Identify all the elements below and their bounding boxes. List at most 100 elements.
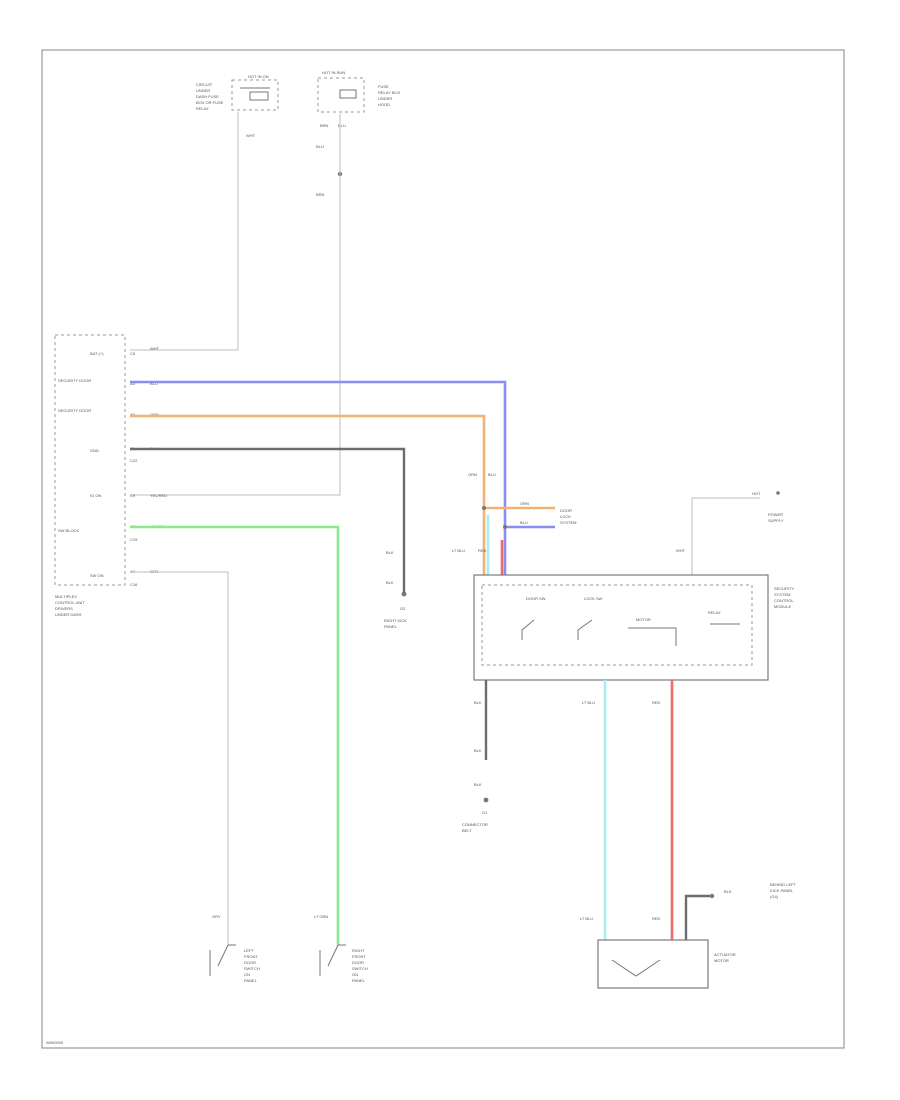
diagram-frame bbox=[41, 49, 845, 1049]
pin-name-4: IG ON bbox=[90, 493, 101, 498]
pin-name-5: SW BLOCK bbox=[58, 528, 79, 533]
svg-text:HOT IN RUN: HOT IN RUN bbox=[322, 70, 345, 75]
svg-text:RIGHT: RIGHT bbox=[352, 948, 365, 953]
wire-gnd bbox=[130, 447, 406, 592]
actuator-caption: ACTUATOR MOTOR bbox=[714, 952, 736, 963]
module-ground-wire-1: BLK bbox=[474, 748, 482, 753]
hot-label: HOT bbox=[752, 491, 761, 496]
wire-gray bbox=[130, 571, 229, 945]
actuator-ground-wire: BLK bbox=[724, 889, 732, 894]
hot-caption-2: SUPPLY bbox=[768, 518, 784, 523]
svg-text:SECURITY: SECURITY bbox=[774, 586, 795, 591]
unit-top-wire-1: LT BLU bbox=[452, 548, 465, 553]
pin-id-1: A5 bbox=[130, 381, 136, 386]
svg-text:HOOD: HOOD bbox=[378, 102, 390, 107]
sw-left-caption: LEFT FRONT DOOR SWITCH ON PANEL bbox=[244, 948, 260, 983]
right-connector-wire-1: ORN bbox=[520, 501, 529, 506]
top-left-power-box: HOT IN ON CIRCUIT UNDER DASH FUSE BOX OR… bbox=[196, 74, 279, 111]
module-cell-3: RELAY bbox=[708, 610, 721, 615]
pin-name-1: SECURITY DOOR bbox=[58, 378, 91, 383]
module-cell-2: MOTOR bbox=[636, 617, 651, 622]
svg-text:PANEL: PANEL bbox=[352, 978, 366, 983]
wire-blue bbox=[130, 380, 507, 575]
top-center-power-box: HOT IN RUN FUSE RELAY BOX UNDER HOOD bbox=[317, 70, 401, 113]
actuator-wire-1: LT BLU bbox=[580, 916, 593, 921]
svg-text:ON: ON bbox=[244, 972, 250, 977]
sw-right-caption: RIGHT FRONT DOOR SWITCH ON PANEL bbox=[352, 948, 368, 983]
svg-text:RELAY: RELAY bbox=[196, 106, 209, 111]
module-ground-dot bbox=[483, 797, 489, 803]
wire-ig-supply bbox=[130, 114, 341, 496]
pin-name-2: SECURITY DOOR bbox=[58, 408, 91, 413]
svg-text:MODULE: MODULE bbox=[774, 604, 791, 609]
svg-text:CONTROL: CONTROL bbox=[774, 598, 794, 603]
svg-text:BOX OR FUSE: BOX OR FUSE bbox=[196, 100, 224, 105]
unit-top-wire-2: RED bbox=[478, 548, 487, 553]
splice-blue bbox=[503, 525, 507, 529]
svg-text:LOCK: LOCK bbox=[560, 514, 571, 519]
top-wire-orange-label: ORN bbox=[468, 472, 477, 477]
control-unit-caption: MULTIPLEX CONTROL UNIT DRIVERS UNDER DAS… bbox=[55, 594, 85, 617]
svg-text:SYSTEM: SYSTEM bbox=[560, 520, 576, 525]
svg-text:UNDER DASH: UNDER DASH bbox=[55, 612, 82, 617]
svg-text:HOT IN ON: HOT IN ON bbox=[248, 74, 269, 79]
ground-left-caption-1: RIGHT KICK bbox=[384, 618, 407, 623]
svg-text:FRONT: FRONT bbox=[352, 954, 366, 959]
right-connector-caption: DOOR LOCK SYSTEM bbox=[560, 508, 576, 525]
pin-sub-6: C16 bbox=[130, 582, 138, 587]
pin-wire-1: BLU bbox=[150, 381, 158, 386]
svg-text:DOOR: DOOR bbox=[560, 508, 572, 513]
ground-left-dot bbox=[401, 591, 407, 597]
actuator-ground-caption: BEHIND LEFT KICK PANEL (G4) bbox=[770, 882, 797, 899]
module-ground-wire-2: BLK bbox=[474, 782, 482, 787]
module-bottom-wire-2: LT BLU bbox=[582, 700, 595, 705]
svg-text:DASH FUSE: DASH FUSE bbox=[196, 94, 219, 99]
svg-text:MULTIPLEX: MULTIPLEX bbox=[55, 594, 77, 599]
svg-text:KICK PANEL: KICK PANEL bbox=[770, 888, 794, 893]
pin-wire-0: WHT bbox=[150, 346, 160, 351]
hot-caption-1: POWER bbox=[768, 512, 783, 517]
ground-left-id: G2 bbox=[400, 606, 406, 611]
pin-id-2: A6 bbox=[130, 412, 136, 417]
wire-actuator-ground bbox=[684, 894, 710, 940]
wire-green bbox=[130, 525, 340, 945]
svg-text:UNDER: UNDER bbox=[196, 88, 210, 93]
svg-text:FUSE: FUSE bbox=[378, 84, 389, 89]
svg-text:SYSTEM: SYSTEM bbox=[774, 592, 790, 597]
svg-text:(G4): (G4) bbox=[770, 894, 779, 899]
pin-sub-3: C22 bbox=[130, 458, 138, 463]
actuator-wire-2: RED bbox=[652, 916, 661, 921]
pin-id-0: C5 bbox=[130, 351, 136, 356]
svg-text:UNDER: UNDER bbox=[378, 96, 392, 101]
control-module-box bbox=[473, 574, 769, 681]
svg-text:SWITCH: SWITCH bbox=[244, 966, 260, 971]
svg-text:PANEL: PANEL bbox=[244, 978, 258, 983]
hot-terminal bbox=[776, 491, 780, 495]
actuator-ground-dot bbox=[709, 893, 715, 899]
ground-left-caption-2: PANEL bbox=[384, 624, 398, 629]
top-center-wire-upper-1: BRN bbox=[320, 123, 329, 128]
svg-text:DRIVERS: DRIVERS bbox=[55, 606, 73, 611]
module-ground-caption-1: CONNECTOR bbox=[462, 822, 488, 827]
ground-left-wire-1: BLK bbox=[386, 550, 394, 555]
ground-left-wire-2: BLK bbox=[386, 580, 394, 585]
pin-sub-5: C19 bbox=[130, 537, 138, 542]
top-left-wire-label: WHT bbox=[246, 133, 256, 138]
wire-orange bbox=[130, 414, 486, 575]
sw-right-wire: LT GRN bbox=[314, 914, 328, 919]
module-ground-caption-2: BELT bbox=[462, 828, 472, 833]
svg-text:ON: ON bbox=[352, 972, 358, 977]
svg-text:CONTROL UNIT: CONTROL UNIT bbox=[55, 600, 85, 605]
pin-name-6: SW ON bbox=[90, 573, 104, 578]
svg-text:SWITCH: SWITCH bbox=[352, 966, 368, 971]
pin-id-4: C9 bbox=[130, 493, 136, 498]
svg-text:RELAY BOX: RELAY BOX bbox=[378, 90, 401, 95]
control-module-inner bbox=[481, 584, 753, 666]
sw-left-symbol bbox=[209, 944, 236, 976]
wire-bat-supply bbox=[130, 112, 239, 351]
svg-text:ACTUATOR: ACTUATOR bbox=[714, 952, 736, 957]
svg-text:CIRCUIT: CIRCUIT bbox=[196, 82, 213, 87]
pin-name-3: GND bbox=[90, 448, 99, 453]
sw-left-wire: GRY bbox=[212, 914, 221, 919]
